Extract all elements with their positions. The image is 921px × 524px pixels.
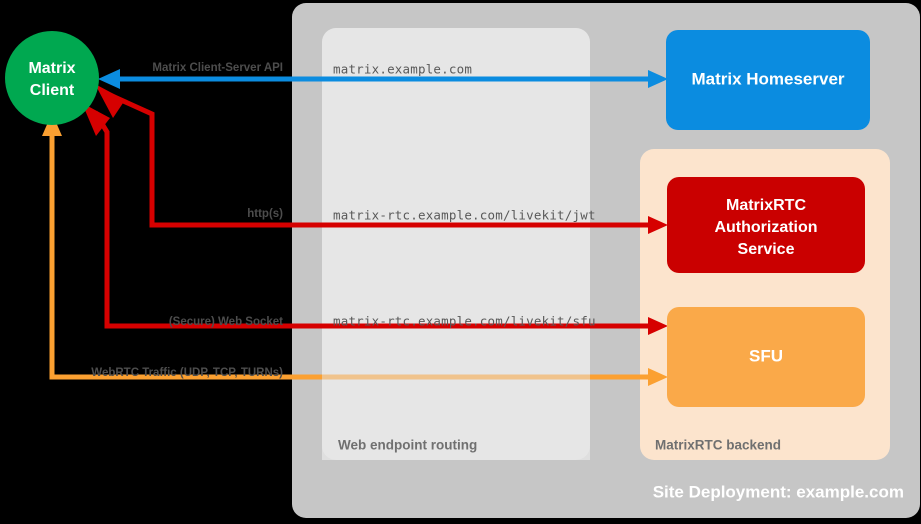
url-label-sfu: matrix-rtc.example.com/livekit/sfu [333,314,596,329]
url-label-jwt: matrix-rtc.example.com/livekit/jwt [333,208,596,223]
node-sfu[interactable] [667,307,865,407]
inner-box-overlay [322,340,590,460]
node-sfu-label: SFU [749,346,783,365]
node-matrix-client-label-line1: Matrix [28,60,75,77]
edge-websocket-arrowhead-client [82,103,110,136]
label-matrixrtc-backend: MatrixRTC backend [655,438,781,453]
edge-websocket-arrowhead-sfu [648,317,668,335]
edge-webrtc-arrowhead-sfu [648,368,668,386]
node-auth-label-line3: Service [738,241,795,258]
node-matrixrtc-authorization-service[interactable] [667,177,865,273]
edge-label-webrtc: WebRTC Traffic (UDP, TCP, TURNs) [91,367,283,379]
label-web-endpoint-routing: Web endpoint routing [338,438,477,453]
node-matrix-client[interactable] [5,31,99,125]
edge-csapi-arrowhead-homeserver [648,70,668,88]
node-matrix-homeserver[interactable] [666,30,870,130]
label-site-deployment: Site Deployment: example.com [653,482,904,501]
node-matrix-homeserver-label: Matrix Homeserver [691,69,844,88]
url-label-matrix: matrix.example.com [333,62,472,77]
node-auth-label-line1: MatrixRTC [726,197,806,214]
node-auth-label-line2: Authorization [714,219,817,236]
edge-label-csapi: Matrix Client-Server API [152,62,283,74]
node-matrix-client-label-line2: Client [30,82,75,99]
edge-https-arrowhead-auth [648,216,668,234]
edge-https-line [108,92,660,228]
edge-https-arrowhead-client [95,84,125,118]
edge-label-https: http(s) [247,208,283,220]
edge-label-websocket: (Secure) Web Socket [169,316,283,328]
edge-csapi-arrowhead-client [98,69,120,89]
